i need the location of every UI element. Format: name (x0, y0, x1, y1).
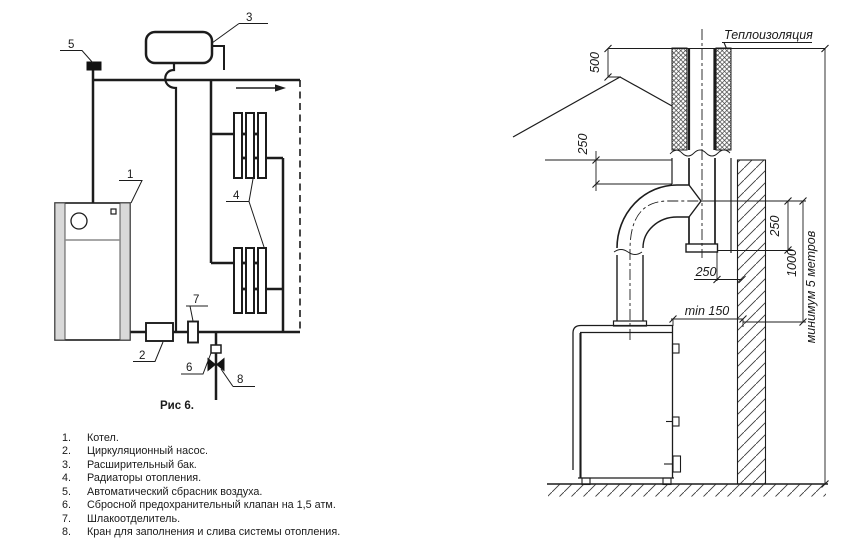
break-line (669, 149, 731, 157)
insulation-label: Теплоизоляция (724, 28, 813, 42)
radiator-group-lower (233, 247, 267, 314)
label-air-vent: 5 (68, 39, 74, 51)
dim-250-ceiling: 250 (576, 134, 590, 156)
legend-item: 2.Циркуляционный насос. (62, 445, 209, 458)
legend: 1.Котел. 2.Циркуляционный насос. 3.Расши… (62, 432, 340, 540)
boiler-symbol (54, 202, 131, 341)
drain-valve-symbol (207, 357, 225, 372)
flow-arrow (236, 84, 286, 92)
label-relief-valve: 6 (186, 362, 192, 374)
insulation-left (671, 47, 688, 151)
separator-symbol (187, 320, 199, 344)
dim-min-height: минимум 5 метров (804, 230, 818, 343)
label-separator: 7 (193, 294, 199, 306)
hinge-middle (671, 416, 680, 427)
legend-item: 7.Шлакоотделитель. (62, 512, 181, 525)
figure-caption: Рис 6. (160, 400, 194, 412)
hinge-lower (672, 455, 682, 473)
air-vent-symbol (86, 61, 102, 71)
label-pump: 2 (139, 350, 145, 362)
pump-symbol (145, 322, 174, 342)
dimension-lines (592, 41, 829, 488)
dim-min-150: min 150 (685, 304, 730, 318)
dim-250-to-wall: 250 (695, 265, 717, 279)
ground (547, 483, 828, 497)
legend-item: 4.Радиаторы отопления. (62, 472, 202, 485)
legend-item: 8.Кран для заполнения и слива системы от… (62, 526, 341, 539)
dim-500: 500 (588, 52, 602, 73)
ceiling-slab (545, 159, 672, 185)
chimney (669, 29, 732, 258)
relief-valve-symbol (210, 344, 222, 354)
schematic-number-labels: 5 3 1 4 7 2 6 8 (68, 12, 252, 386)
label-radiators: 4 (233, 190, 240, 202)
radiator-group-upper (233, 112, 267, 179)
label-expansion-tank: 3 (246, 12, 252, 24)
label-boiler: 1 (127, 169, 133, 181)
dim-1000: 1000 (785, 249, 799, 277)
flue-centerline (629, 200, 714, 340)
legend-item: 3.Расширительный бак. (62, 458, 197, 471)
legend-item: 6.Сбросной предохранительный клапан на 1… (62, 499, 336, 512)
legend-item: 1.Котел. (62, 432, 119, 444)
boiler-gauge-icon (70, 212, 88, 230)
hinge-upper (671, 343, 680, 354)
heating-schematic: 5 3 1 4 7 2 6 8 (54, 12, 301, 400)
expansion-tank-symbol (144, 30, 214, 65)
label-leaders (60, 23, 268, 387)
chimney-installation: Теплоизоляция 500 250 250 1000 250 min 1… (512, 28, 829, 497)
insulation-right (715, 47, 732, 151)
legend-item: 5.Автоматический сбрасник воздуха. (62, 485, 263, 498)
boiler-section (572, 324, 682, 486)
label-drain-valve: 8 (237, 374, 243, 386)
roof-lines (512, 76, 673, 138)
pipes (91, 45, 300, 400)
dim-250-below-tee: 250 (768, 216, 782, 238)
